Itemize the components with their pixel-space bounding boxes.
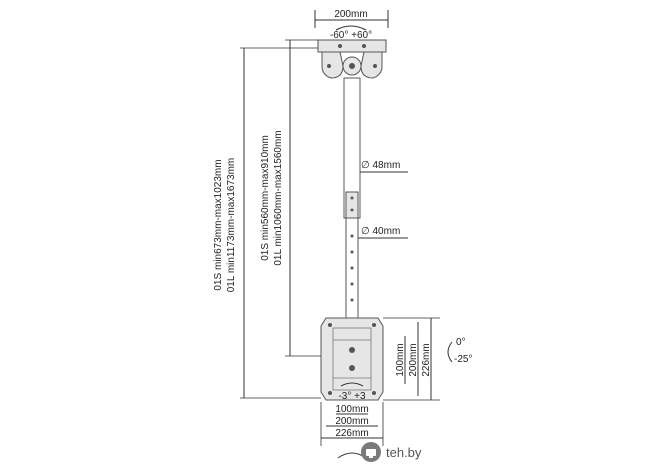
tilt-top-label: 0° [456,337,466,348]
tilt-bottom-label: -25° [454,354,472,365]
pole-hole-3 [350,266,354,270]
vesa-v-200-label: 200mm [408,343,419,376]
pole-hole-4 [350,282,354,286]
plate-hole-left [338,44,342,48]
bracket-bolt-right [373,64,377,68]
plate-slot-frame [332,327,372,391]
watermark: teh.by [360,440,456,464]
vesa-hole-tl [328,323,332,327]
watermark-text: teh.by [386,444,422,460]
top-plate-width-label: 200mm [334,9,367,20]
bracket-bolt-left [327,64,331,68]
vesa-hole-bl [328,391,332,395]
pivot-bolt [349,63,355,69]
vesa-h-200-label: 200mm [335,416,368,427]
ceiling-bracket-right [360,51,383,79]
total-height-01s-label: 01S min673mm-max1023mm [213,159,224,290]
ceiling-bracket-left [321,51,344,79]
pole-diameter-40-label: ∅ 40mm [361,226,400,237]
vesa-hole-tr [372,323,376,327]
vesa-hole-br [372,391,376,395]
clamp-screw-1 [350,196,354,200]
ceiling-plate [317,39,387,53]
plate-center-bolt-2 [349,365,355,371]
top-rotation-arc-icon [335,25,367,31]
pole-length-01l-label: 01L min1060mm-max1560mm [273,130,284,265]
pole-hole-5 [350,298,354,302]
vesa-v-226-label: 226mm [421,343,432,376]
pole-length-01s-label: 01S min560mm-max910mm [260,135,271,261]
clamp-screw-2 [350,208,354,212]
vesa-h-100-label: 100mm [335,404,368,415]
plate-center-bolt [349,347,355,353]
brand-logo-icon [361,442,381,462]
pole-hole-2 [350,250,354,254]
pole-diameter-48-label: ∅ 48mm [361,160,400,171]
total-height-01l-label: 01L min1173mm-max1673mm [226,158,237,293]
swivel-arc-icon [340,382,364,387]
vesa-v-100-label: 100mm [395,343,406,376]
vesa-h-226-label: 226mm [335,428,368,439]
pole-hole-1 [350,234,354,238]
swivel-label: -3° +3 [338,391,366,402]
pole-clamp [345,191,359,219]
plate-hole-right [362,44,366,48]
tilt-arc-icon [447,341,453,363]
top-rotation-label: -60° +60° [330,30,372,41]
tv-mount-plate [320,317,384,401]
